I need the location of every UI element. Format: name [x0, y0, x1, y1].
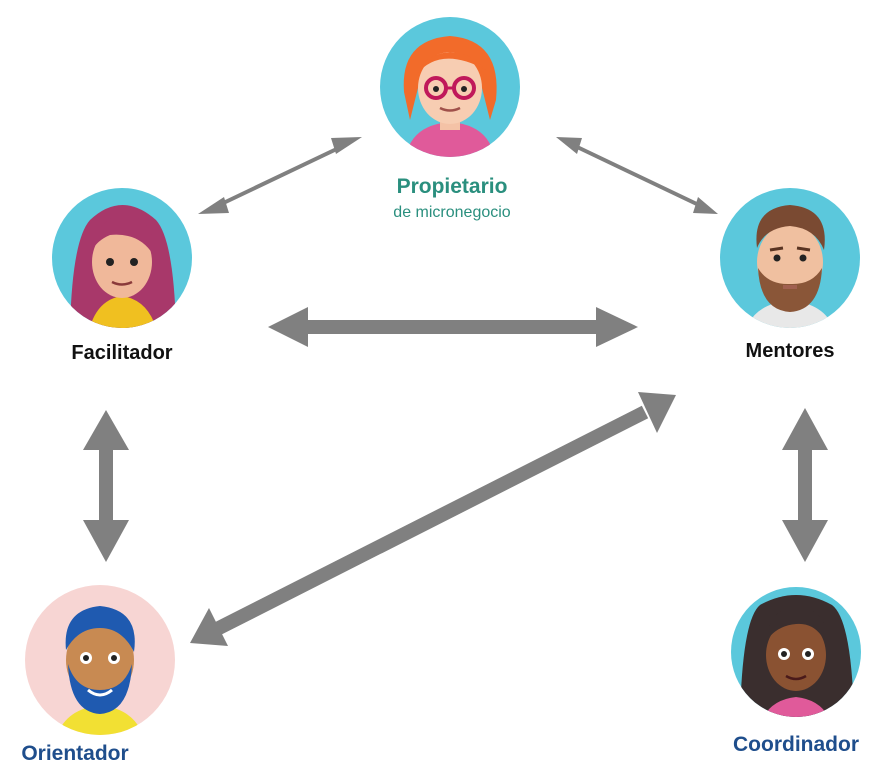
arrow-mentors-coordinator — [782, 408, 828, 562]
owner-subtitle: de micronegocio — [393, 204, 511, 221]
blue-bearded-man-avatar-icon — [25, 585, 175, 735]
arrow-advisor-mentors — [190, 392, 676, 646]
woman-long-hair-avatar-icon — [52, 188, 192, 328]
owner-title: Propietario — [396, 175, 508, 198]
arrow-owner-mentors — [556, 137, 718, 214]
bearded-man-avatar-icon — [720, 188, 860, 328]
arrow-owner-facilitator — [198, 137, 362, 214]
curly-hair-woman-avatar-icon — [731, 587, 861, 717]
arrow-facilitator-advisor — [83, 410, 129, 562]
arrow-facilitator-mentors — [268, 307, 638, 347]
facilitator-title: Facilitador — [71, 342, 173, 364]
advisor-title: Orientador — [21, 742, 129, 765]
woman-with-glasses-avatar-icon — [380, 17, 520, 157]
mentors-title: Mentores — [745, 340, 835, 362]
coordinator-title: Coordinador — [733, 733, 859, 756]
